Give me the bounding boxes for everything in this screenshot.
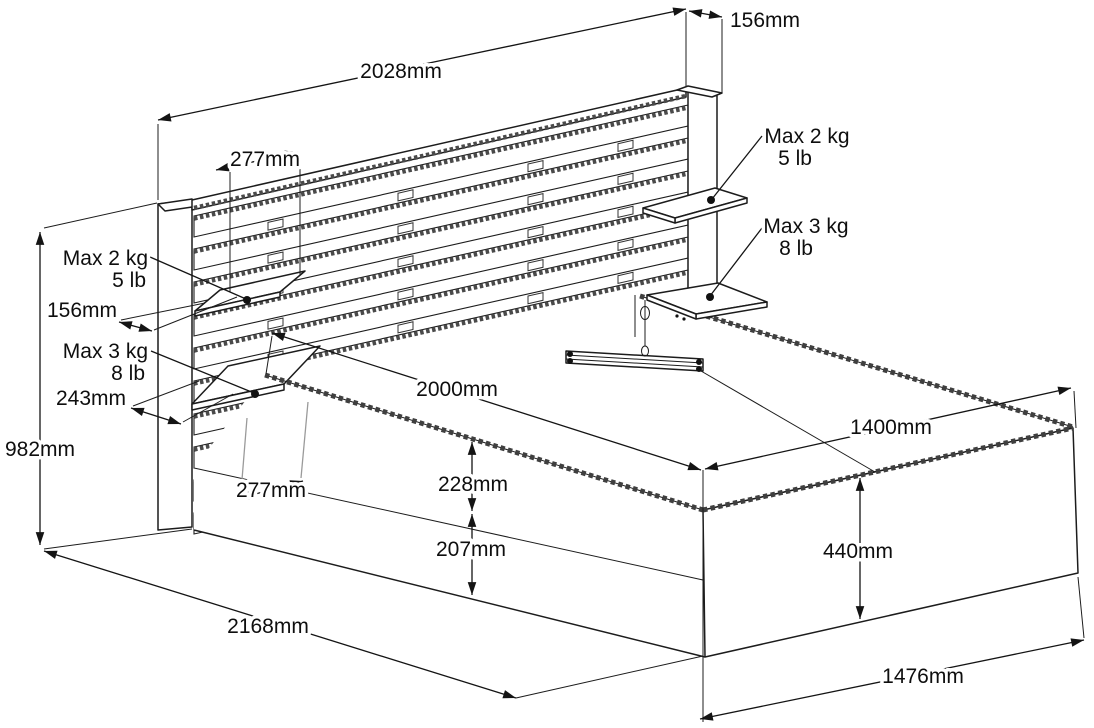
load-label-imperial: 5 lb [778, 147, 812, 170]
slat-clip [617, 271, 634, 285]
dim-label-total-length: 2168mm [227, 615, 309, 638]
slat-hatch-edge [193, 105, 689, 221]
slat-clip [267, 218, 284, 231]
dim-label-headboard-top-depth: 156mm [730, 9, 800, 32]
dim-label-headboard-width: 2028mm [360, 60, 442, 83]
slat-clip [527, 159, 544, 173]
leader-dot [707, 196, 715, 204]
dim-label-under-bed-clearance: 207mm [436, 538, 506, 561]
dim-label-small-shelf-depth: 156mm [47, 299, 117, 322]
slat-clip [397, 321, 414, 334]
load-label-imperial: 8 lb [779, 237, 813, 260]
label-max-load-lower-left: Max 3 kg 8 lb [59, 337, 259, 398]
dim-total-length: 2168mm [43, 550, 704, 699]
dim-label-headboard-height: 982mm [5, 438, 75, 461]
dim-label-small-shelf-width: 277mm [230, 148, 300, 171]
slat-clip [527, 192, 544, 206]
label-max-load-upper-right: Max 2 kg 5 lb [707, 122, 853, 204]
load-label-metric: Max 3 kg [63, 340, 148, 363]
slat-clip [397, 255, 414, 268]
shelf-upper-right [642, 187, 748, 224]
dim-large-shelf-depth: 243mm [53, 380, 234, 425]
slat-clip [527, 291, 544, 305]
load-label-imperial: 8 lb [111, 362, 145, 385]
slat-clip [617, 172, 634, 186]
dim-label-large-shelf-depth: 243mm [56, 387, 126, 410]
dim-mattress-length: 2000mm [265, 332, 702, 471]
load-label-metric: Max 2 kg [764, 125, 849, 148]
slat-clip [397, 189, 414, 202]
slat-clip [267, 251, 284, 264]
dim-headboard-width: 2028mm [157, 7, 687, 200]
label-max-load-upper-left: Max 2 kg 5 lb [59, 244, 251, 304]
slat-hatch-edge [193, 204, 689, 320]
dim-label-side-rail-height: 228mm [438, 473, 508, 496]
slat-hatch-edge [193, 237, 689, 353]
shelf-upper-left [194, 270, 306, 317]
dim-footboard-width: 1476mm [699, 576, 1085, 721]
dim-label-large-shelf-width: 277mm [236, 479, 306, 502]
label-max-load-lower-right: Max 3 kg 8 lb [706, 212, 852, 301]
slat-clip [397, 288, 414, 301]
dim-large-shelf-width: 277mm [232, 401, 310, 506]
deck-far-edge [639, 293, 1074, 430]
dim-label-mattress-width: 1400mm [850, 416, 932, 439]
dim-side-rail-height: 228mm [434, 442, 512, 511]
dim-small-shelf-depth: 156mm [44, 296, 238, 332]
dim-label-side-panel-height: 440mm [823, 540, 893, 563]
slat-clip [617, 205, 634, 219]
side-rail-pin-hole [682, 317, 686, 321]
load-label-metric: Max 2 kg [63, 247, 148, 270]
dim-small-shelf-width: 277mm [215, 145, 304, 292]
dim-label-mattress-length: 2000mm [416, 378, 498, 401]
slat-clip [397, 222, 414, 235]
load-label-metric: Max 3 kg [763, 215, 848, 238]
slat-hatch-edge [193, 138, 689, 254]
slat-clip [527, 258, 544, 272]
slat-clip [527, 225, 544, 239]
slat-clip [617, 238, 634, 252]
slat-clip [617, 139, 634, 153]
slat-clip [267, 317, 284, 330]
leader-dot [706, 293, 714, 301]
dim-side-panel-height: 440mm [819, 478, 897, 619]
leader-dot [243, 296, 251, 304]
load-label-imperial: 5 lb [112, 269, 146, 292]
dim-headboard-height: 982mm [2, 202, 193, 550]
dim-headboard-top-depth: 156mm [688, 6, 804, 93]
leader-dot [251, 390, 259, 398]
slat-hatch-edge [193, 171, 689, 287]
side-rail-pin-hole [675, 314, 679, 318]
dim-label-footboard-width: 1476mm [882, 665, 964, 688]
slat-hatch-edge [193, 270, 689, 386]
